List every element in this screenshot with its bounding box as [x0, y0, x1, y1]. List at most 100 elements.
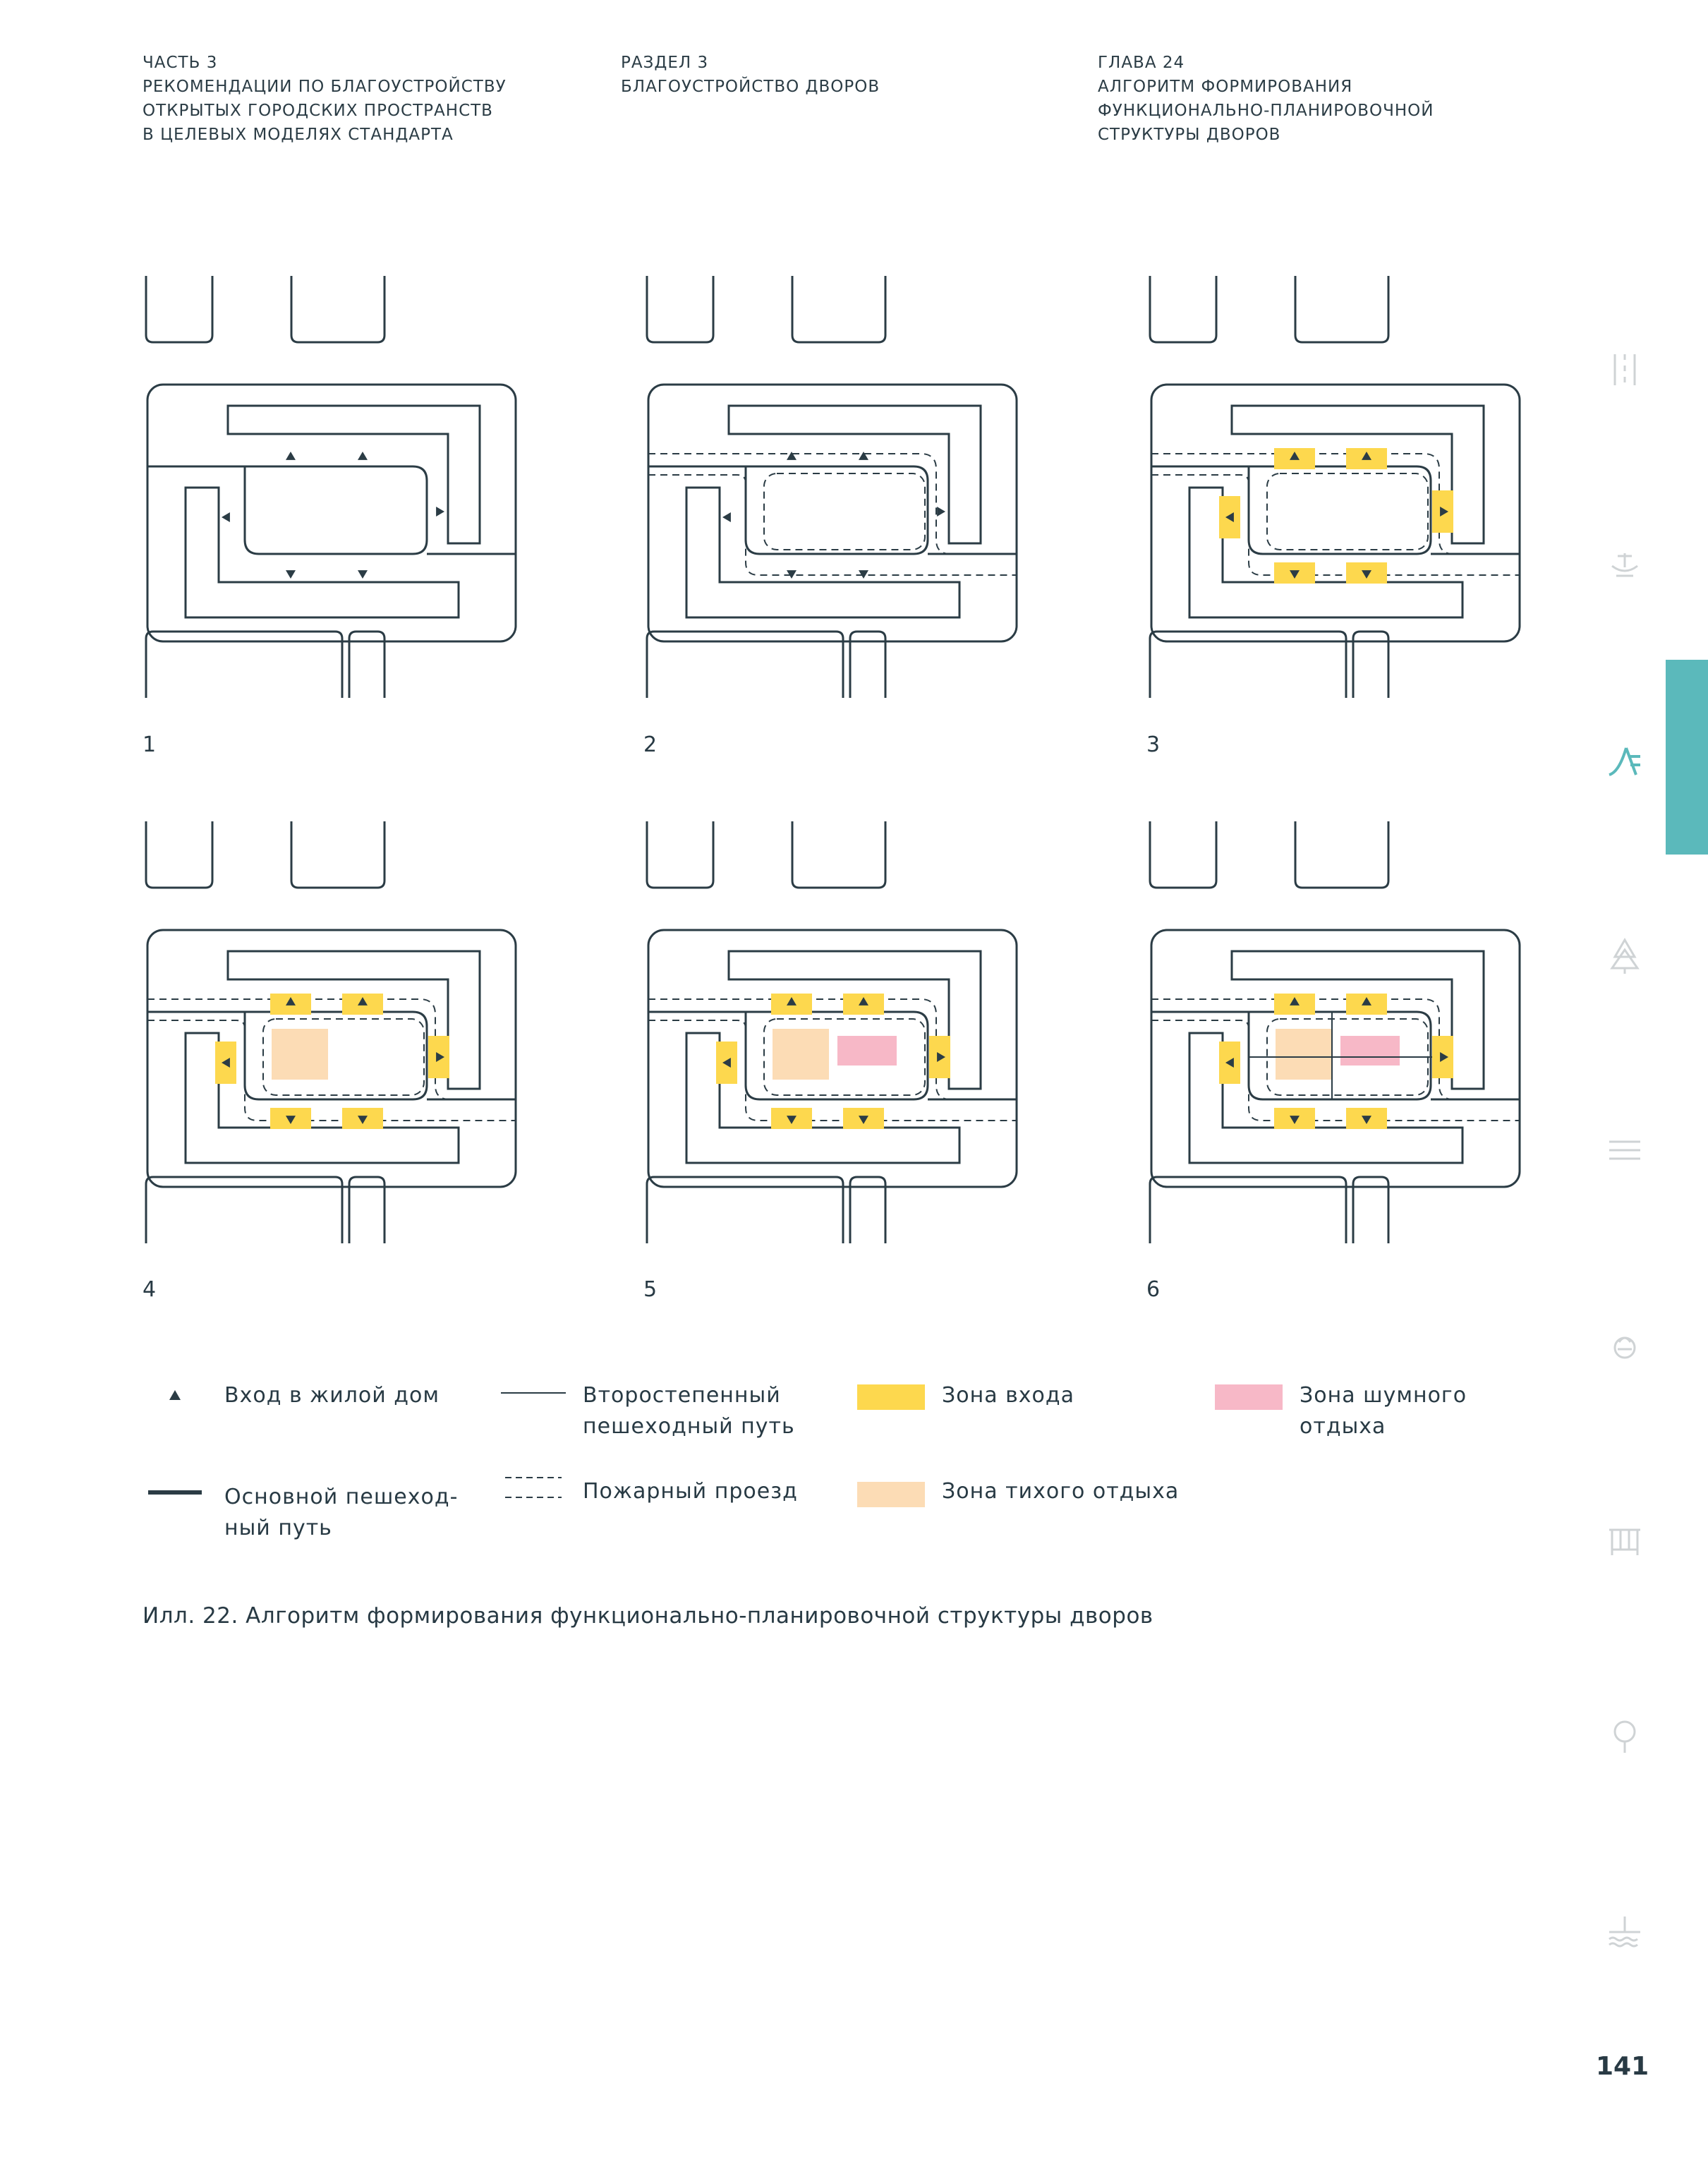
entrance-arrow-icon: [286, 1116, 296, 1124]
entrance-arrow-icon: [286, 570, 296, 579]
diagram-label-5: 5: [643, 1277, 658, 1302]
legend-main-path-line: Основной пешеход-: [224, 1485, 459, 1509]
building-north-east: [1230, 404, 1485, 545]
entrance-arrow-icon: [358, 997, 368, 1006]
header-chapter-line: АЛГОРИТМ ФОРМИРОВАНИЯ: [1098, 78, 1353, 96]
header-section-line: РАЗДЕЛ 3: [621, 54, 709, 72]
diagram-label-2: 2: [643, 732, 658, 757]
main-pedestrian-path: [648, 465, 1017, 555]
legend-main-path-label: Основной пешеход- ный путь: [224, 1482, 458, 1544]
neighbour-block-bottom-left: [1149, 630, 1347, 698]
entrance-arrow-icon: [1290, 570, 1300, 579]
section-tab: [1666, 660, 1708, 855]
legend-secondary-path-line: пешеходный путь: [583, 1414, 795, 1439]
noisy-zone: [837, 1036, 897, 1066]
neighbour-block-top-right: [1294, 276, 1390, 344]
bench-icon: [1609, 1140, 1640, 1160]
legend-quiet-zone-label: Зона тихого отдыха: [942, 1479, 1180, 1504]
quiet-zone: [773, 1029, 829, 1080]
main-pedestrian-path: [1151, 465, 1520, 555]
legend-noisy-zone-line: Зона шумного: [1300, 1383, 1467, 1408]
building-south-west: [685, 1032, 961, 1164]
noisy-zone-swatch: [1215, 1384, 1283, 1410]
fire-lane-outer-north: [1151, 998, 1520, 1100]
fire-lane-inner-loop: [262, 1018, 425, 1096]
header-chapter-line: СТРУКТУРЫ ДВОРОВ: [1098, 126, 1281, 144]
main-pedestrian-path: [147, 465, 516, 555]
entrance-arrow-icon: [1362, 570, 1371, 579]
neighbour-block-top-left: [145, 821, 214, 889]
header-part-line: ОТКРЫТЫХ ГОРОДСКИХ ПРОСТРАНСТВ: [143, 102, 493, 120]
entrance-arrow-icon: [859, 570, 868, 579]
entrance-arrow-icon: [1290, 997, 1300, 1006]
fire-lane-outer-north: [1151, 453, 1520, 555]
neighbour-block-bottom-right: [348, 1176, 386, 1243]
main-pedestrian-path: [648, 1010, 1017, 1101]
tree-icon: [1610, 938, 1640, 974]
paving-icon: [1613, 354, 1636, 385]
fountain-icon: [1611, 553, 1638, 577]
fire-lane-inner-loop: [763, 1018, 926, 1096]
building-north-east: [226, 404, 481, 545]
neighbour-block-bottom-right: [1352, 1176, 1390, 1243]
fire-lane-swatch: [505, 1477, 562, 1498]
entrance-arrow-icon: [1440, 1052, 1448, 1062]
fire-lane-outer-north: [147, 998, 516, 1100]
figure-caption: Илл. 22. Алгоритм формирования функциона…: [143, 1603, 1153, 1629]
legend-entrance-label: Вход в жилой дом: [224, 1383, 440, 1408]
building-south-west: [685, 486, 961, 619]
entrance-arrow-icon: [222, 512, 230, 522]
building-south-west: [184, 486, 460, 619]
neighbour-block-top-right: [290, 821, 386, 889]
building-north-east: [1230, 950, 1485, 1090]
diagram-panel-4: [145, 821, 517, 1243]
legend-fire-lane-label: Пожарный проезд: [583, 1479, 798, 1504]
header-chapter: ГЛАВА 24 АЛГОРИТМ ФОРМИРОВАНИЯ ФУНКЦИОНА…: [1098, 51, 1434, 147]
entrance-arrow-icon: [358, 1116, 368, 1124]
fire-lane-outer-south: [1151, 474, 1520, 576]
diagram-label-4: 4: [143, 1277, 157, 1302]
playground-icon: [1609, 747, 1640, 776]
page-number: 141: [1596, 2052, 1649, 2081]
neighbour-block-bottom-left: [646, 630, 844, 698]
fire-lane-outer-south: [1151, 1020, 1520, 1121]
diagram-panel-2: [646, 276, 1018, 698]
quiet-zone-swatch: [857, 1482, 925, 1507]
neighbour-block-bottom-left: [646, 1176, 844, 1243]
building-north-east: [727, 950, 982, 1090]
entrance-arrow-icon: [787, 452, 797, 460]
entrance-arrow-icon: [1225, 1058, 1234, 1068]
building-south-west: [1188, 486, 1464, 619]
neighbour-block-top-right: [290, 276, 386, 344]
entrance-arrow-icon: [859, 1116, 868, 1124]
legend-secondary-path-label: Второстепенный пешеходный путь: [583, 1380, 795, 1442]
courtyard-outline: [146, 383, 517, 643]
neighbour-block-bottom-right: [348, 630, 386, 698]
entrance-arrow-icon: [169, 1390, 181, 1400]
entrance-arrow-icon: [859, 452, 868, 460]
neighbour-block-top-left: [1149, 276, 1218, 344]
neighbour-block-bottom-left: [145, 630, 344, 698]
neighbour-block-bottom-left: [145, 1176, 344, 1243]
building-north-east: [226, 950, 481, 1090]
fire-lane-outer-north: [648, 998, 1017, 1100]
fire-lane-outer-south: [147, 1020, 516, 1121]
diagram-panel-1: [145, 276, 517, 698]
fire-lane-inner-loop: [763, 473, 926, 550]
entry-zone-swatch: [857, 1384, 925, 1410]
waterfront-icon: [1609, 1917, 1640, 1948]
neighbour-block-top-left: [646, 276, 715, 344]
drinking-fountain-icon: [1613, 1336, 1636, 1359]
legend-noisy-zone-label: Зона шумного отдыха: [1300, 1380, 1467, 1442]
entrance-arrow-icon: [222, 1058, 230, 1068]
diagram-panel-6: [1149, 821, 1521, 1243]
header-section-line: БЛАГОУСТРОЙСТВО ДВОРОВ: [621, 78, 880, 96]
neighbour-block-bottom-right: [849, 1176, 887, 1243]
main-pedestrian-path: [147, 1010, 516, 1101]
neighbour-block-top-left: [145, 276, 214, 344]
entrance-arrow-icon: [859, 997, 868, 1006]
neighbour-block-top-right: [1294, 821, 1390, 889]
entrance-arrow-icon: [937, 1052, 945, 1062]
noisy-zone: [1340, 1036, 1400, 1066]
main-pedestrian-path: [1151, 1010, 1520, 1101]
